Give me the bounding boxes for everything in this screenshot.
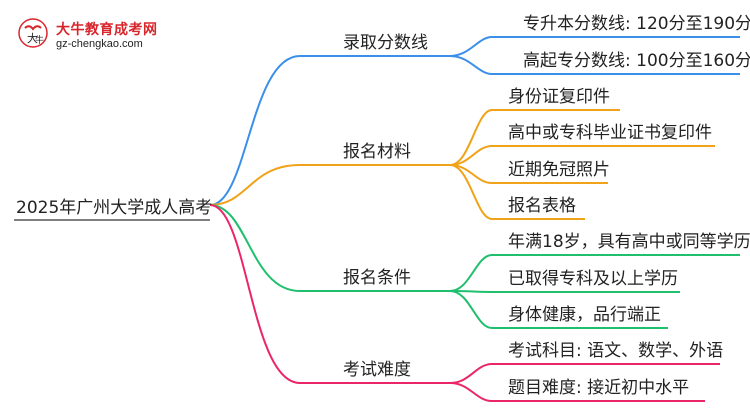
leaf-conditions-1: 年满18岁，具有高中或同等学历 xyxy=(508,232,750,252)
leaf-difficulty-2: 题目难度: 接近初中水平 xyxy=(508,378,690,398)
bull-logo-icon: 大 牛 xyxy=(18,18,48,48)
watermark-url: gz-chengkao.com xyxy=(56,38,143,50)
branch-label-conditions: 报名条件 xyxy=(343,268,411,288)
branch-connectors-3 xyxy=(209,204,740,329)
branch-connectors-4 xyxy=(209,204,720,402)
leaf-difficulty-1: 考试科目: 语文、数学、外语 xyxy=(508,341,724,361)
watermark-logo: 大 牛 大牛教育成考网 gz-chengkao.com xyxy=(6,6,176,50)
branch-label-difficulty: 考试难度 xyxy=(343,360,411,380)
leaf-score-1: 专升本分数线: 120分至190分 xyxy=(523,14,750,34)
leaf-materials-4: 报名表格 xyxy=(508,196,576,216)
svg-text:大: 大 xyxy=(27,31,38,45)
branch-connectors-2 xyxy=(209,109,715,220)
leaf-conditions-2: 已取得专科及以上学历 xyxy=(508,269,678,289)
watermark-title: 大牛教育成考网 xyxy=(56,22,158,38)
root-node: 2025年广州大学成人高考 xyxy=(16,198,213,218)
branch-label-materials: 报名材料 xyxy=(343,142,411,162)
branch-label-score: 录取分数线 xyxy=(343,33,428,53)
branch-connectors-1 xyxy=(209,36,740,206)
svg-text:牛: 牛 xyxy=(35,34,44,46)
leaf-materials-1: 身份证复印件 xyxy=(508,87,610,107)
leaf-conditions-3: 身体健康，品行端正 xyxy=(508,305,661,325)
leaf-materials-2: 高中或专科毕业证书复印件 xyxy=(508,123,712,143)
leaf-score-2: 高起专分数线: 100分至160分 xyxy=(523,51,750,71)
leaf-materials-3: 近期免冠照片 xyxy=(508,160,610,180)
